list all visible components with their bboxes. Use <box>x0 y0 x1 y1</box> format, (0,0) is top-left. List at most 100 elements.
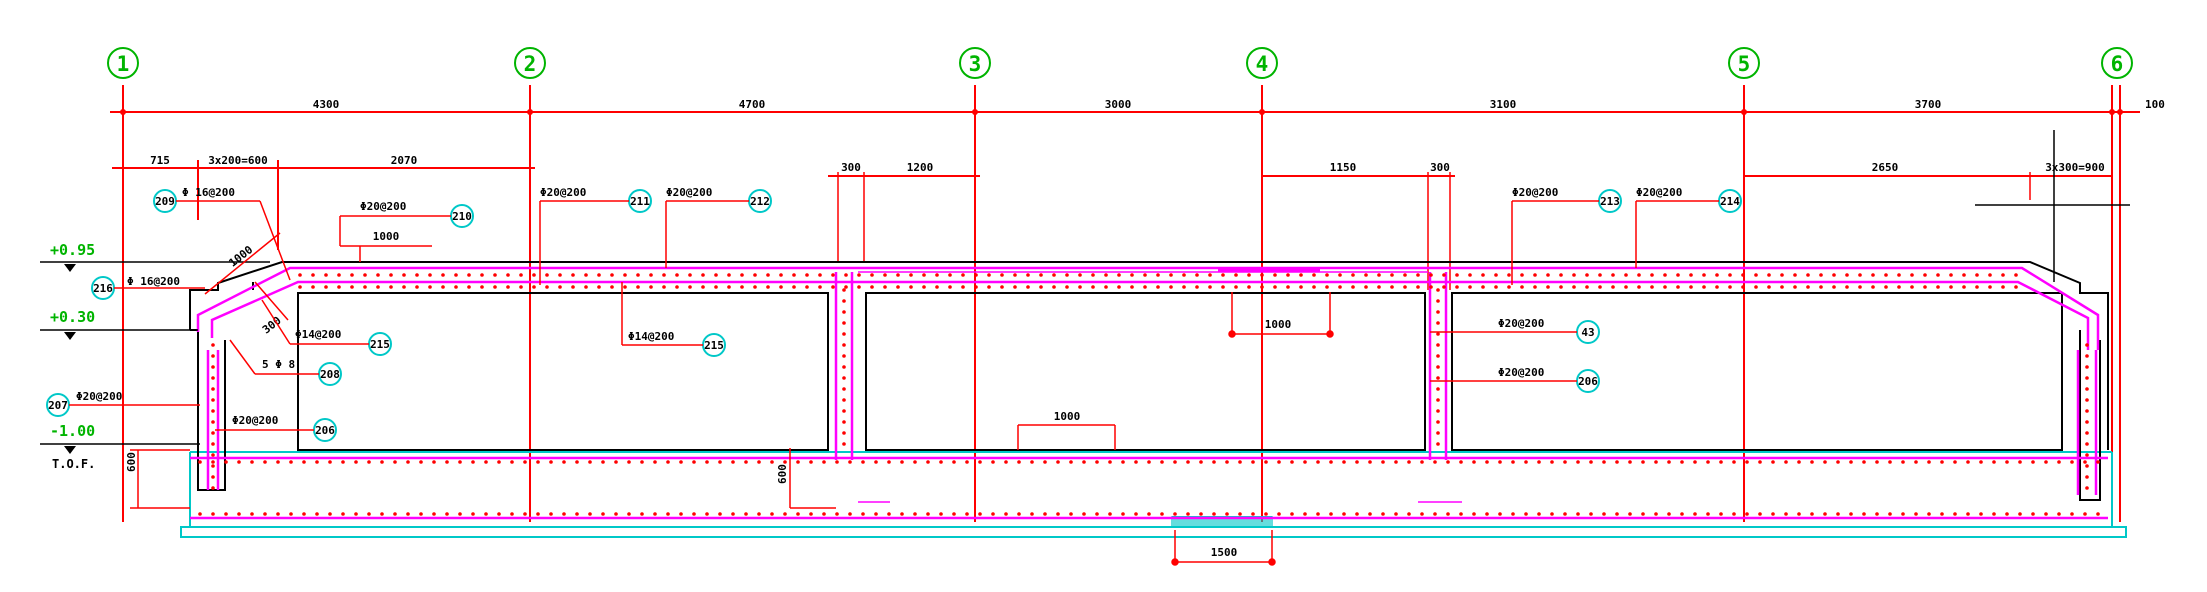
rebar-dot <box>1975 273 1979 277</box>
rebar-dot <box>861 460 865 464</box>
rebar-dot <box>1030 460 1034 464</box>
rebar-dot <box>779 285 783 289</box>
svg-text:215: 215 <box>704 339 724 352</box>
rebar-dot <box>640 512 644 516</box>
rebar-dot <box>1277 460 1281 464</box>
rebar-dot <box>2005 512 2009 516</box>
rebar-dot <box>1403 285 1407 289</box>
rebar-dot <box>1953 460 1957 464</box>
rebar-dot <box>1234 285 1238 289</box>
rebar-dot <box>1836 460 1840 464</box>
rebar-dot <box>1871 273 1875 277</box>
rebar-dot <box>1520 285 1524 289</box>
rebar-dot <box>1186 512 1190 516</box>
rebar-dot <box>1065 285 1069 289</box>
rebar-dot <box>1303 460 1307 464</box>
rebar-dot <box>1004 460 1008 464</box>
rebar-dot <box>1888 512 1892 516</box>
axis-bubble-4: 4 <box>1246 47 1278 79</box>
rebar-dot <box>1975 285 1979 289</box>
rebar-dot <box>666 460 670 464</box>
rebar-dot <box>1745 512 1749 516</box>
svg-text:207: 207 <box>48 399 68 412</box>
rebar-dot <box>2083 512 2087 516</box>
level-bottom: -1.00 T.O.F. <box>40 422 200 471</box>
structure-outline <box>189 261 2109 501</box>
rebar-dot <box>2085 365 2089 369</box>
rebar-dot <box>1436 310 1440 314</box>
rebar-dot <box>1563 512 1567 516</box>
rebar-dot <box>1949 285 1953 289</box>
rebar-dot <box>1342 460 1346 464</box>
level-markers: +0.95 +0.30 -1.00 T.O.F. <box>40 241 270 471</box>
rebar-dot <box>211 354 215 358</box>
rebar-dot <box>1091 273 1095 277</box>
rebar-dot <box>415 285 419 289</box>
svg-text:Φ20@200: Φ20@200 <box>76 390 122 403</box>
rebar-dot <box>757 460 761 464</box>
rebar-dot <box>987 285 991 289</box>
rebar-dot <box>1156 273 1160 277</box>
rebar-dot <box>1351 285 1355 289</box>
dim-1000-bar: 1000 <box>373 230 400 243</box>
rebar-dot <box>1082 460 1086 464</box>
rebar-dot <box>961 273 965 277</box>
callout-209: 209 Φ 16@200 <box>153 186 291 281</box>
rebar-dot <box>1832 285 1836 289</box>
rebar-dot <box>805 285 809 289</box>
rebar-dot <box>842 387 846 391</box>
rebar-dot <box>848 460 852 464</box>
rebar-dot <box>1992 460 1996 464</box>
rebar-dot <box>2005 460 2009 464</box>
dim-300-haunch: 300 <box>260 314 284 336</box>
rebar-dot <box>1147 460 1151 464</box>
rebar-dot <box>1667 512 1671 516</box>
rebar-dot <box>1641 512 1645 516</box>
rebar-dot <box>536 512 540 516</box>
rebar-dot <box>1936 285 1940 289</box>
rebar-dot <box>883 273 887 277</box>
rebar-dot <box>900 460 904 464</box>
rebar-dot <box>948 285 952 289</box>
rebar-dot <box>575 460 579 464</box>
dim-3700: 3700 <box>1915 98 1942 111</box>
rebar-dot <box>1485 512 1489 516</box>
rebar-dot <box>1368 512 1372 516</box>
rebar-dot <box>1182 273 1186 277</box>
rebar-dot <box>1520 273 1524 277</box>
rebar-dot <box>1771 512 1775 516</box>
rebar-dot <box>545 285 549 289</box>
crosshair-marker <box>1975 130 2130 282</box>
rebar-dot <box>1134 512 1138 516</box>
rebar-dot <box>1290 460 1294 464</box>
rebar-dot <box>842 332 846 336</box>
rebar-dot <box>1689 273 1693 277</box>
dim-1000-right: 1000 <box>1054 410 1081 423</box>
rebar-dot <box>1637 285 1641 289</box>
rebar-dot <box>1407 460 1411 464</box>
rebar-dot <box>1654 512 1658 516</box>
rebar-dot <box>1247 285 1251 289</box>
rebar-dot <box>1377 273 1381 277</box>
rebar-dot <box>805 273 809 277</box>
rebar-dot <box>532 285 536 289</box>
svg-text:216: 216 <box>93 282 113 295</box>
rebar-dot <box>341 512 345 516</box>
rebar-dot <box>718 512 722 516</box>
svg-text:Φ20@200: Φ20@200 <box>360 200 406 213</box>
dim-2070: 2070 <box>391 154 418 167</box>
rebar-dot <box>1355 512 1359 516</box>
rebar-dot <box>662 285 666 289</box>
rebar-dot <box>974 273 978 277</box>
rebar-dot <box>900 512 904 516</box>
rebar-dot <box>445 460 449 464</box>
axis-bubble-6: 6 <box>2101 47 2133 79</box>
rebar-dot <box>1195 285 1199 289</box>
rebar-dot <box>1615 512 1619 516</box>
rebar-dot <box>389 285 393 289</box>
rebar-dot <box>653 460 657 464</box>
dim-300b: 300 <box>1430 161 1450 174</box>
rebar-dot <box>701 273 705 277</box>
rebar-dot <box>1234 273 1238 277</box>
rebar-dot <box>636 285 640 289</box>
